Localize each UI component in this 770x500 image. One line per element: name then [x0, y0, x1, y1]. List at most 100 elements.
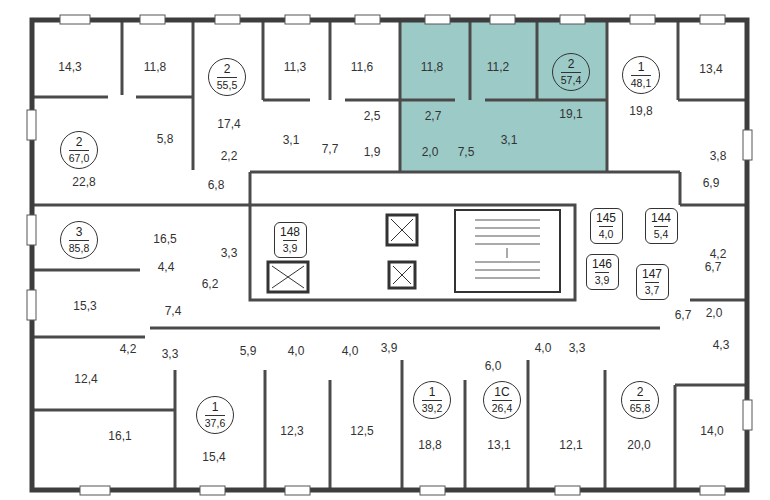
room-area: 5,8 [157, 133, 174, 146]
unit-area: 65,8 [630, 400, 650, 414]
unit-area: 85,8 [69, 240, 89, 254]
highlighted-apartment [400, 20, 607, 172]
room-area: 14,3 [58, 61, 81, 74]
room-area: 3,3 [569, 342, 586, 355]
room-area: 13,1 [487, 439, 510, 452]
walls [32, 20, 747, 490]
room-area: 22,8 [72, 176, 95, 189]
room-area: 12,1 [559, 439, 582, 452]
unit-number: 2 [224, 63, 231, 77]
storage-badge: 1445,4 [645, 208, 678, 244]
apartment-badge: 267,0 [60, 131, 98, 169]
room-area: 3,1 [283, 134, 300, 147]
unit-number: 2 [637, 386, 644, 400]
unit-area: 39,2 [422, 400, 442, 414]
room-area: 3,9 [381, 342, 398, 355]
storage-badge: 1463,9 [586, 254, 619, 290]
unit-number: 1 [429, 386, 436, 400]
room-area: 5,9 [240, 345, 257, 358]
storage-badge: 1454,0 [590, 208, 623, 244]
room-area: 7,4 [165, 305, 182, 318]
room-area: 2,0 [422, 146, 439, 159]
apartment-badge: 257,4 [552, 53, 590, 91]
room-area: 4,2 [120, 343, 137, 356]
room-area: 11,6 [351, 61, 373, 74]
room-area: 12,3 [280, 425, 303, 438]
room-area: 4,4 [158, 261, 175, 274]
unit-number: 148 [280, 226, 300, 240]
unit-area: 3,9 [283, 240, 298, 254]
apartment-badge: 265,8 [621, 381, 659, 419]
unit-area: 3,7 [645, 282, 660, 296]
room-area: 1,9 [364, 146, 381, 159]
apartment-badge: 255,5 [208, 58, 246, 96]
room-area: 6,7 [705, 261, 722, 274]
room-area: 16,1 [108, 430, 131, 443]
room-area: 11,3 [284, 61, 306, 74]
unit-number: 144 [651, 212, 671, 226]
unit-area: 5,4 [654, 226, 669, 240]
room-area: 17,4 [217, 118, 240, 131]
storage-badge: 1473,7 [636, 264, 669, 300]
room-area: 12,4 [74, 373, 97, 386]
room-area: 7,5 [458, 146, 475, 159]
room-area: 20,0 [627, 439, 650, 452]
unit-number: 1 [638, 61, 645, 75]
room-area: 19,8 [629, 105, 652, 118]
apartment-badge: 1С26,4 [483, 381, 521, 419]
room-area: 15,3 [73, 300, 96, 313]
unit-area: 67,0 [69, 150, 89, 164]
room-area: 6,8 [208, 179, 225, 192]
room-area: 18,8 [418, 439, 441, 452]
storage-badge: 1483,9 [274, 222, 307, 258]
unit-number: 3 [76, 226, 83, 240]
windows [27, 15, 752, 495]
unit-number: 146 [592, 258, 612, 272]
room-area: 13,4 [699, 63, 722, 76]
room-area: 4,0 [342, 345, 359, 358]
room-area: 16,5 [153, 233, 176, 246]
room-area: 15,4 [202, 451, 225, 464]
unit-number: 145 [596, 212, 616, 226]
apartment-badge: 137,6 [196, 396, 234, 434]
room-area: 6,2 [202, 278, 219, 291]
room-area: 3,3 [221, 247, 238, 260]
room-area: 3,3 [162, 348, 179, 361]
unit-area: 3,9 [595, 272, 610, 286]
room-area: 2,0 [706, 307, 723, 320]
outer-wall [32, 20, 747, 490]
room-area: 11,8 [421, 61, 443, 74]
apartment-badge: 139,2 [413, 381, 451, 419]
unit-number: 147 [642, 268, 662, 282]
unit-area: 4,0 [599, 226, 614, 240]
room-area: 7,7 [322, 143, 339, 156]
unit-area: 26,4 [492, 400, 512, 414]
unit-area: 37,6 [205, 415, 225, 429]
room-area: 6,9 [703, 177, 720, 190]
unit-number: 1 [212, 401, 219, 415]
unit-area: 57,4 [561, 72, 581, 86]
room-area: 11,8 [144, 61, 166, 74]
unit-area: 55,5 [217, 77, 237, 91]
room-area: 19,1 [559, 108, 582, 121]
room-area: 11,2 [487, 61, 509, 74]
room-area: 2,2 [221, 150, 238, 163]
unit-number: 2 [568, 58, 575, 72]
apartment-badge: 385,8 [60, 221, 98, 259]
room-area: 4,0 [535, 342, 552, 355]
room-area: 2,5 [364, 110, 381, 123]
unit-number: 1С [494, 386, 509, 400]
room-area: 6,0 [485, 360, 502, 373]
core [250, 205, 575, 300]
room-area: 3,1 [501, 134, 518, 147]
apartment-badge: 148,1 [622, 56, 660, 94]
room-area: 2,7 [425, 110, 442, 123]
room-area: 4,2 [710, 248, 727, 261]
room-area: 14,0 [700, 425, 723, 438]
room-area: 12,5 [350, 425, 373, 438]
room-area: 3,8 [710, 150, 727, 163]
room-area: 6,7 [675, 309, 692, 322]
unit-area: 48,1 [631, 75, 651, 89]
room-area: 4,0 [288, 345, 305, 358]
unit-number: 2 [76, 136, 83, 150]
